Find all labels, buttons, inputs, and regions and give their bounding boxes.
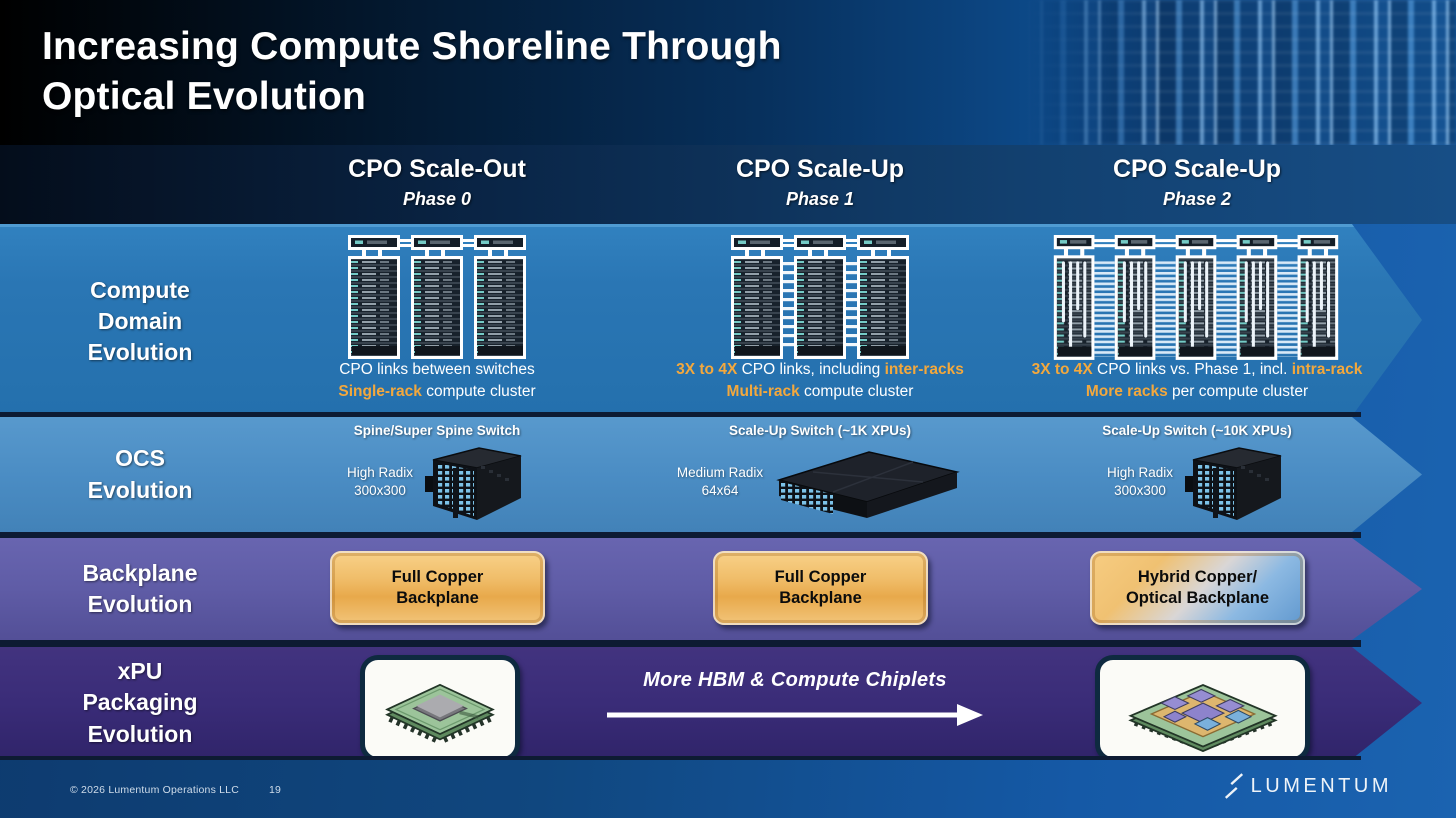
ocs-cell-phase2: Scale-Up Switch (~10K XPUs) High Radix 3… xyxy=(1022,423,1372,524)
radix-label: High Radix 300x300 xyxy=(346,465,414,498)
column-title: CPO Scale-Out xyxy=(348,155,526,183)
row-separator xyxy=(0,412,1361,417)
radix-label: Medium Radix 64x64 xyxy=(676,465,764,498)
server-racks-illustration-phase0 xyxy=(348,235,526,359)
switch-title: Scale-Up Switch (~1K XPUs) xyxy=(729,423,911,438)
backplane-card-phase0: Full Copper Backplane xyxy=(330,551,545,625)
chiplet-package-illustration xyxy=(1127,683,1278,752)
caption-highlight: inter-racks xyxy=(884,361,964,378)
caption-highlight: intra-rack xyxy=(1291,361,1363,378)
xpu-chip-card-phase0 xyxy=(360,655,520,759)
column-phase: Phase 2 xyxy=(1162,189,1232,209)
scale-up-switch-chassis-image xyxy=(1184,447,1282,521)
caption-line: per compute cluster xyxy=(1167,383,1309,401)
row-label-compute: Compute Domain Evolution xyxy=(87,276,193,366)
backplane-card-phase2: Hybrid Copper/ Optical Backplane xyxy=(1090,551,1305,625)
row-label-ocs: OCS Evolution xyxy=(87,445,193,503)
backplane-card-phase1: Full Copper Backplane xyxy=(713,551,928,625)
column-header-phase1: CPO Scale-Up Phase 1 xyxy=(660,155,980,210)
row-label-xpu: xPU Packaging Evolution xyxy=(82,658,198,747)
copyright-text: © 2026 Lumentum Operations LLC xyxy=(70,784,239,796)
lumentum-slash-icon xyxy=(1224,773,1243,799)
caption-phase2: 3X to 4X CPO links vs. Phase 1, incl. in… xyxy=(1007,359,1387,404)
row-ocs-evolution: OCS Evolution Spine/Super Spine Switch H… xyxy=(0,417,1422,532)
spine-switch-chassis-image xyxy=(424,447,522,521)
right-arrow-icon xyxy=(607,704,983,726)
caption-phase0: CPO links between switches Single-rack c… xyxy=(287,359,587,404)
caption-highlight: 3X to 4X xyxy=(676,361,738,378)
caption-line: compute cluster xyxy=(799,383,914,401)
row-compute-domain-evolution: Compute Domain Evolution CPO links betwe… xyxy=(0,224,1422,416)
column-header-band: CPO Scale-Out Phase 0 CPO Scale-Up Phase… xyxy=(0,145,1456,224)
scale-up-switch-image xyxy=(778,451,958,519)
switch-title: Scale-Up Switch (~10K XPUs) xyxy=(1102,423,1292,438)
caption-line: CPO links, including xyxy=(737,361,885,378)
row-label-backplane: Backplane Evolution xyxy=(82,559,198,617)
switch-title: Spine/Super Spine Switch xyxy=(353,423,521,438)
ocs-cell-phase0: Spine/Super Spine Switch High Radix 300x… xyxy=(287,423,587,524)
cpu-chip-illustration xyxy=(385,683,495,744)
caption-highlight: More racks xyxy=(1085,383,1168,401)
server-racks-illustration-phase2 xyxy=(1053,235,1339,360)
server-racks-illustration-phase1 xyxy=(731,235,909,359)
header-banner: Increasing Compute Shoreline Through Opt… xyxy=(0,0,1456,145)
xpu-transition: More HBM & Compute Chiplets xyxy=(600,647,990,759)
row-separator xyxy=(0,756,1361,760)
xpu-arrow-label: More HBM & Compute Chiplets xyxy=(643,669,947,691)
row-backplane-evolution: Backplane Evolution Full Copper Backplan… xyxy=(0,538,1422,640)
row-separator xyxy=(0,532,1361,538)
caption-highlight: 3X to 4X xyxy=(1031,361,1093,378)
column-title: CPO Scale-Up xyxy=(1112,155,1282,183)
column-header-phase2: CPO Scale-Up Phase 2 xyxy=(1037,155,1357,210)
column-title: CPO Scale-Up xyxy=(735,155,905,183)
footer-copyright: © 2026 Lumentum Operations LLC 19 xyxy=(70,784,281,796)
radix-label: High Radix 300x300 xyxy=(1106,465,1174,498)
xpu-chip-card-phase2 xyxy=(1095,655,1310,759)
ocs-cell-phase1: Scale-Up Switch (~1K XPUs) Medium Radix … xyxy=(645,423,995,524)
logo-wordmark: LUMENTUM xyxy=(1250,774,1392,797)
lumentum-logo: LUMENTUM xyxy=(1223,772,1392,800)
caption-highlight: Single-rack xyxy=(338,383,422,401)
column-phase: Phase 1 xyxy=(785,189,855,209)
server-room-photo xyxy=(1026,0,1456,145)
column-phase: Phase 0 xyxy=(402,189,472,209)
caption-line: compute cluster xyxy=(421,383,536,401)
caption-highlight: Multi-rack xyxy=(726,383,800,401)
caption-line: CPO links vs. Phase 1, incl. xyxy=(1092,361,1292,378)
page-number: 19 xyxy=(269,784,282,796)
column-header-phase0: CPO Scale-Out Phase 0 xyxy=(277,155,597,210)
row-separator xyxy=(0,640,1361,647)
row-xpu-packaging-evolution: xPU Packaging Evolution More HBM & Compu… xyxy=(0,647,1422,759)
caption-phase1: 3X to 4X CPO links, including inter-rack… xyxy=(635,359,1005,404)
slide-title: Increasing Compute Shoreline Through Opt… xyxy=(42,25,782,118)
caption-line: CPO links between switches xyxy=(339,361,535,378)
